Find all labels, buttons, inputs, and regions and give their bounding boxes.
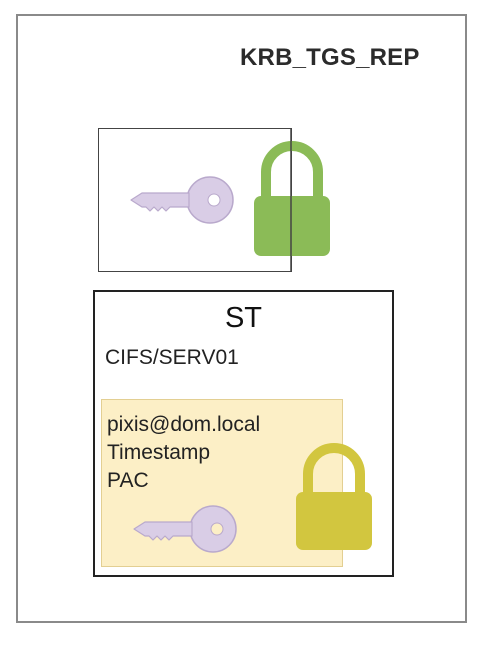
pac-field: PAC bbox=[107, 469, 149, 492]
timestamp-field: Timestamp bbox=[107, 441, 211, 464]
message-title: KRB_TGS_REP bbox=[240, 44, 420, 71]
service-name: CIFS/SERV01 bbox=[105, 346, 239, 369]
service-ticket-label: ST bbox=[224, 302, 263, 334]
session-key-box bbox=[98, 128, 292, 272]
client-principal: pixis@dom.local bbox=[107, 413, 261, 436]
